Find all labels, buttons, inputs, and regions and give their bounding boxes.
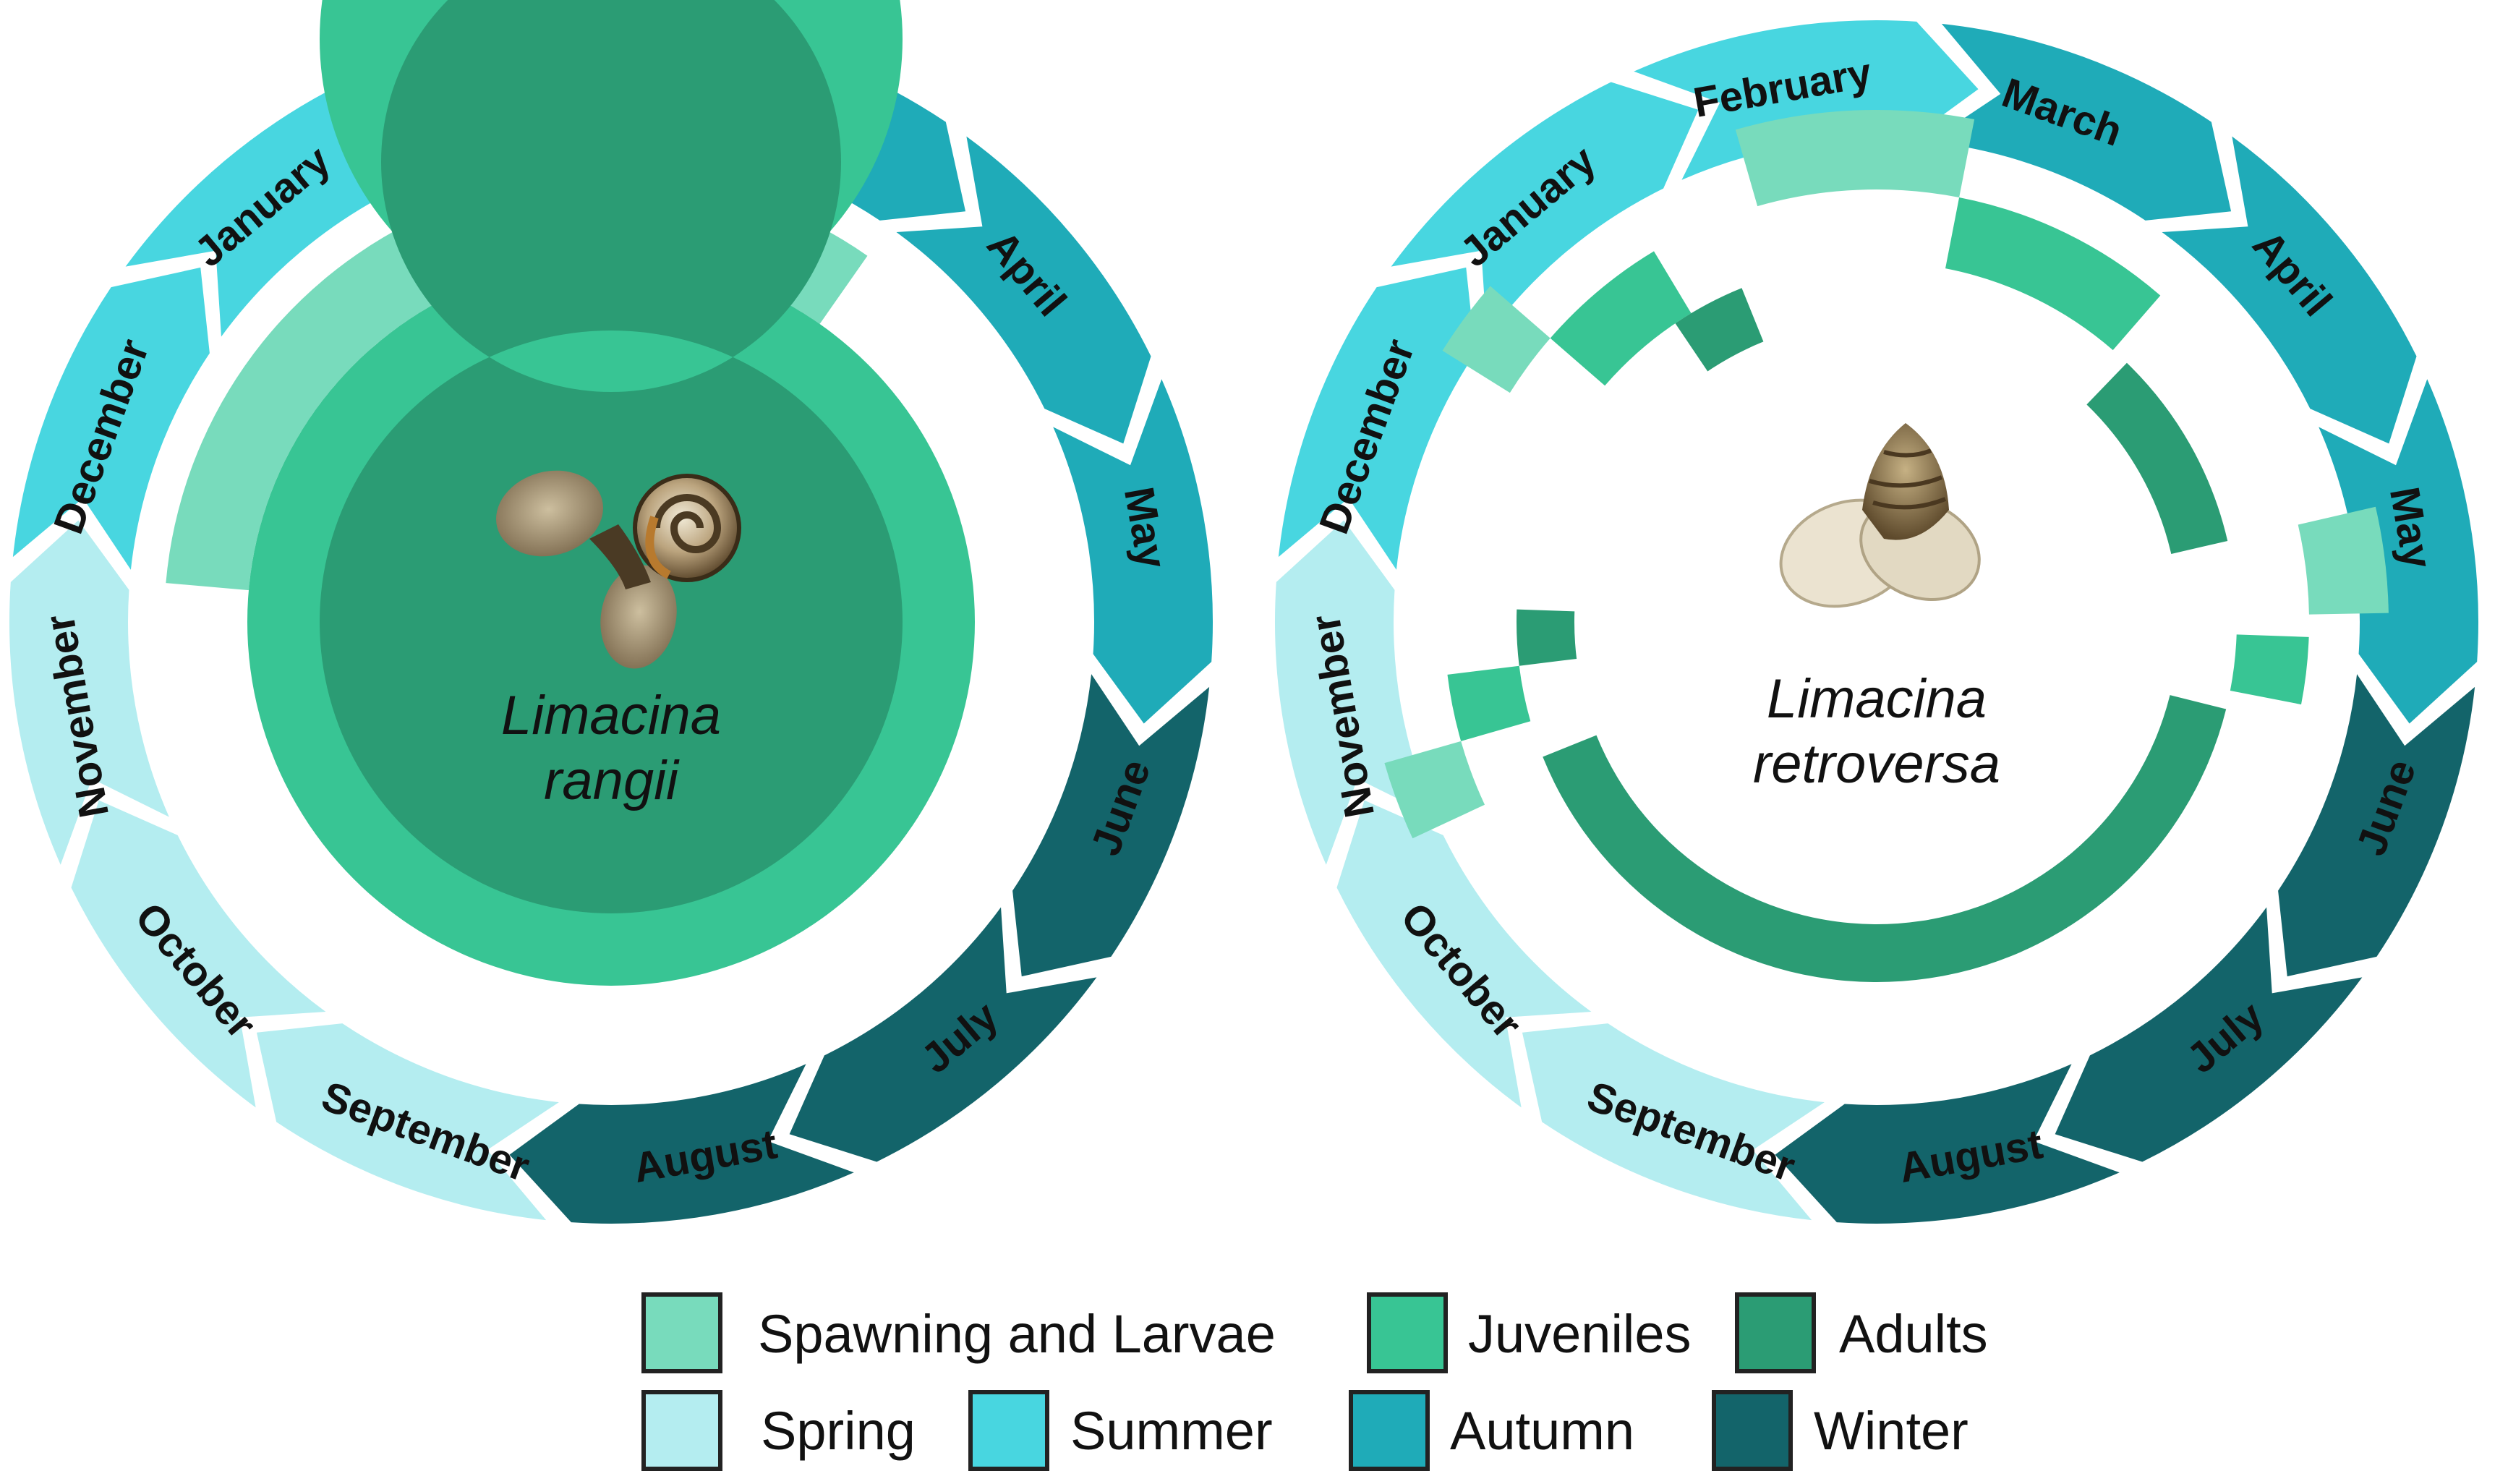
stage-arc-adults — [319, 0, 903, 913]
month-segment-july — [2055, 907, 2363, 1162]
stage-arc-spawning — [1442, 286, 1551, 393]
legend-swatch-spawning — [641, 1292, 722, 1373]
stage-ring-retroversa — [1384, 110, 2389, 982]
month-segment-may — [1053, 379, 1213, 724]
diagram-limacina-rangii: JanuaryFebruaryMarchAprilMayJuneJulyAugu… — [9, 0, 1213, 1224]
legend-label-spawning: Spawning and Larvae — [758, 1304, 1276, 1364]
month-segment-september — [1522, 1023, 1825, 1221]
stage-arc-spawning — [1735, 110, 1975, 207]
species-name-line2: retroversa — [1753, 733, 2000, 795]
month-segment-september — [256, 1023, 559, 1221]
legend-label-adults: Adults — [1839, 1304, 1988, 1364]
month-segment-july — [789, 907, 1097, 1162]
month-segment-june — [1012, 674, 1210, 977]
species-name-line2: rangii — [544, 750, 680, 811]
legend-swatch-winter — [1712, 1390, 1793, 1471]
pteropod-photo-icon — [1779, 423, 1981, 608]
species-name-line1: Limacina — [501, 685, 721, 746]
legend-swatch-juveniles — [1367, 1292, 1448, 1373]
month-segment-november — [9, 520, 169, 865]
legend-label-winter: Winter — [1814, 1401, 1969, 1461]
stage-arc-juveniles — [2230, 634, 2309, 705]
stage-arc-spawning — [2298, 506, 2389, 615]
legend-label-juveniles: Juveniles — [1468, 1304, 1692, 1364]
stage-arc-adults — [2086, 362, 2228, 554]
stage-arc-adults — [1543, 695, 2227, 982]
month-segment-march — [1929, 23, 2232, 221]
pteropod-photo-icon — [496, 470, 741, 669]
legend-label-autumn: Autumn — [1450, 1401, 1634, 1461]
legend-swatch-summer — [968, 1390, 1049, 1471]
month-segment-october — [1336, 800, 1592, 1108]
stage-ring-rangii — [166, 0, 975, 986]
month-segment-june — [2278, 674, 2475, 977]
legend-swatch-adults — [1735, 1292, 1816, 1373]
month-segment-august — [509, 1064, 854, 1224]
species-name-line1: Limacina — [1767, 668, 1987, 730]
stage-arc-juveniles — [1945, 197, 2161, 351]
stage-arc-spawning — [166, 174, 868, 591]
legend-swatch-autumn — [1349, 1390, 1430, 1471]
legend-swatch-spring — [641, 1390, 722, 1471]
month-segment-february — [1634, 20, 1979, 180]
month-segment-december — [1278, 267, 1475, 570]
month-segment-october — [71, 800, 326, 1108]
month-segment-december — [12, 267, 210, 570]
stage-arc-juveniles — [1550, 251, 1692, 386]
stage-arc-juveniles — [1447, 665, 1531, 741]
month-segment-april — [2162, 136, 2417, 444]
month-segment-may — [2319, 379, 2478, 724]
legend-label-spring: Spring — [761, 1401, 916, 1461]
legend: Spawning and Larvae Juveniles Adults Spr… — [641, 1292, 1988, 1471]
stage-arc-spawning — [1384, 741, 1485, 839]
legend-label-summer: Summer — [1070, 1401, 1273, 1461]
stage-arc-adults — [1675, 288, 1764, 372]
month-segment-january — [1391, 82, 1699, 337]
month-segment-april — [896, 136, 1151, 444]
stage-arc-adults — [1517, 609, 1577, 666]
month-segment-august — [1775, 1064, 2120, 1224]
